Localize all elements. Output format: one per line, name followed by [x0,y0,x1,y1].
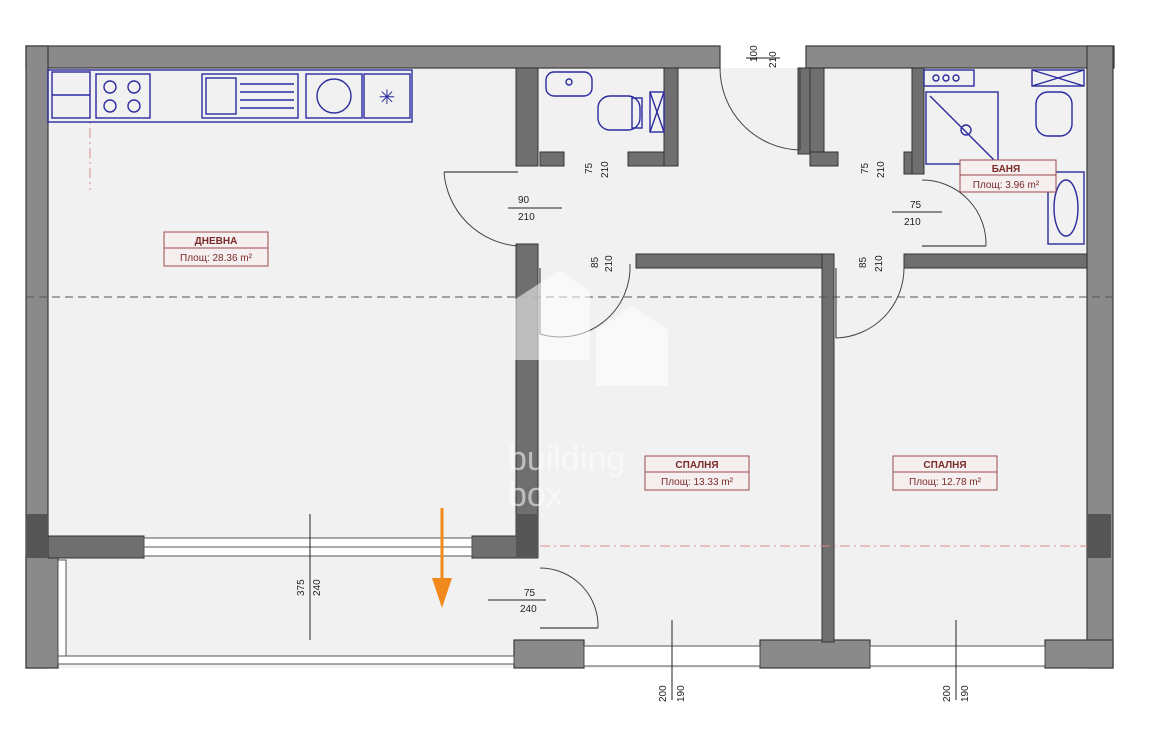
room-name-living: ДНЕВНА [195,236,238,247]
room-label-bedroom2: СПАЛНЯ Площ: 12.78 m² [892,455,998,491]
dim-terrace-door-w: 75 [524,588,536,599]
dim-balcony-w: 375 [296,579,307,596]
sink-icon [201,73,299,119]
room-name-bedroom2: СПАЛНЯ [923,460,966,471]
dim-terrace-door-h: 240 [520,604,537,615]
dim-hall-door-w: 90 [518,195,530,206]
room-area-bath: Площ: 3.96 m² [973,180,1040,191]
dim-balcony-h: 240 [312,579,323,596]
dim-entry-w: 100 [749,45,760,62]
floor-area [47,68,1087,668]
room-name-bath: БАНЯ [992,164,1020,175]
watermark: building box [508,270,668,514]
dim-bath-door2-w: 75 [910,200,922,211]
dimension-lines [309,57,957,700]
dim-wc-w: 75 [584,162,595,174]
dim-hall-door-h: 210 [518,212,535,223]
dim-wc-h: 210 [600,161,611,178]
room-area-bedroom2: Площ: 12.78 m² [909,477,982,488]
room-label-bath: БАНЯ Площ: 3.96 m² [959,159,1057,193]
stove-icon [95,73,151,119]
dim-bed1-door-w: 85 [590,256,601,268]
boiler-icon [649,91,665,133]
dim-bed1-win-h: 190 [676,685,687,702]
svg-text:✳: ✳ [379,85,396,109]
washbasin-icon [545,71,593,97]
room-name-bedroom1: СПАЛНЯ [675,460,718,471]
kitchen-counter: ✳ [47,69,413,123]
washbasin-icon [1047,171,1085,245]
room-area-bedroom1: Площ: 13.33 m² [661,477,734,488]
windows [57,537,1046,667]
room-label-bedroom1: СПАЛНЯ Площ: 13.33 m² [644,455,750,491]
dim-bed2-door-h: 210 [874,255,885,272]
room-label-living: ДНЕВНА Площ: 28.36 m² [163,231,269,267]
wc-fixtures [545,71,665,133]
toilet-icon [597,95,641,131]
dim-entry-h: 210 [768,51,779,68]
room-area-living: Площ: 28.36 m² [180,253,253,264]
dishwasher-icon [363,73,411,119]
dim-bed2-door-w: 85 [858,256,869,268]
hatched-columns [26,514,1111,558]
washer-icon [305,73,363,119]
dim-bed1-win-w: 200 [658,685,669,702]
entry-arrow-icon [432,508,452,608]
outer-walls [25,45,1115,669]
dim-bed2-win-w: 200 [942,685,953,702]
doors [443,67,987,629]
dim-bath-door2-h: 210 [904,217,921,228]
dim-bed2-win-h: 190 [960,685,971,702]
dim-bath-h: 210 [876,161,887,178]
watermark-line1: building [508,440,625,478]
dim-bed1-door-h: 210 [604,255,615,272]
toilet-icon [1035,91,1073,137]
watermark-line2: box [508,476,563,514]
dim-bath-w: 75 [860,162,871,174]
